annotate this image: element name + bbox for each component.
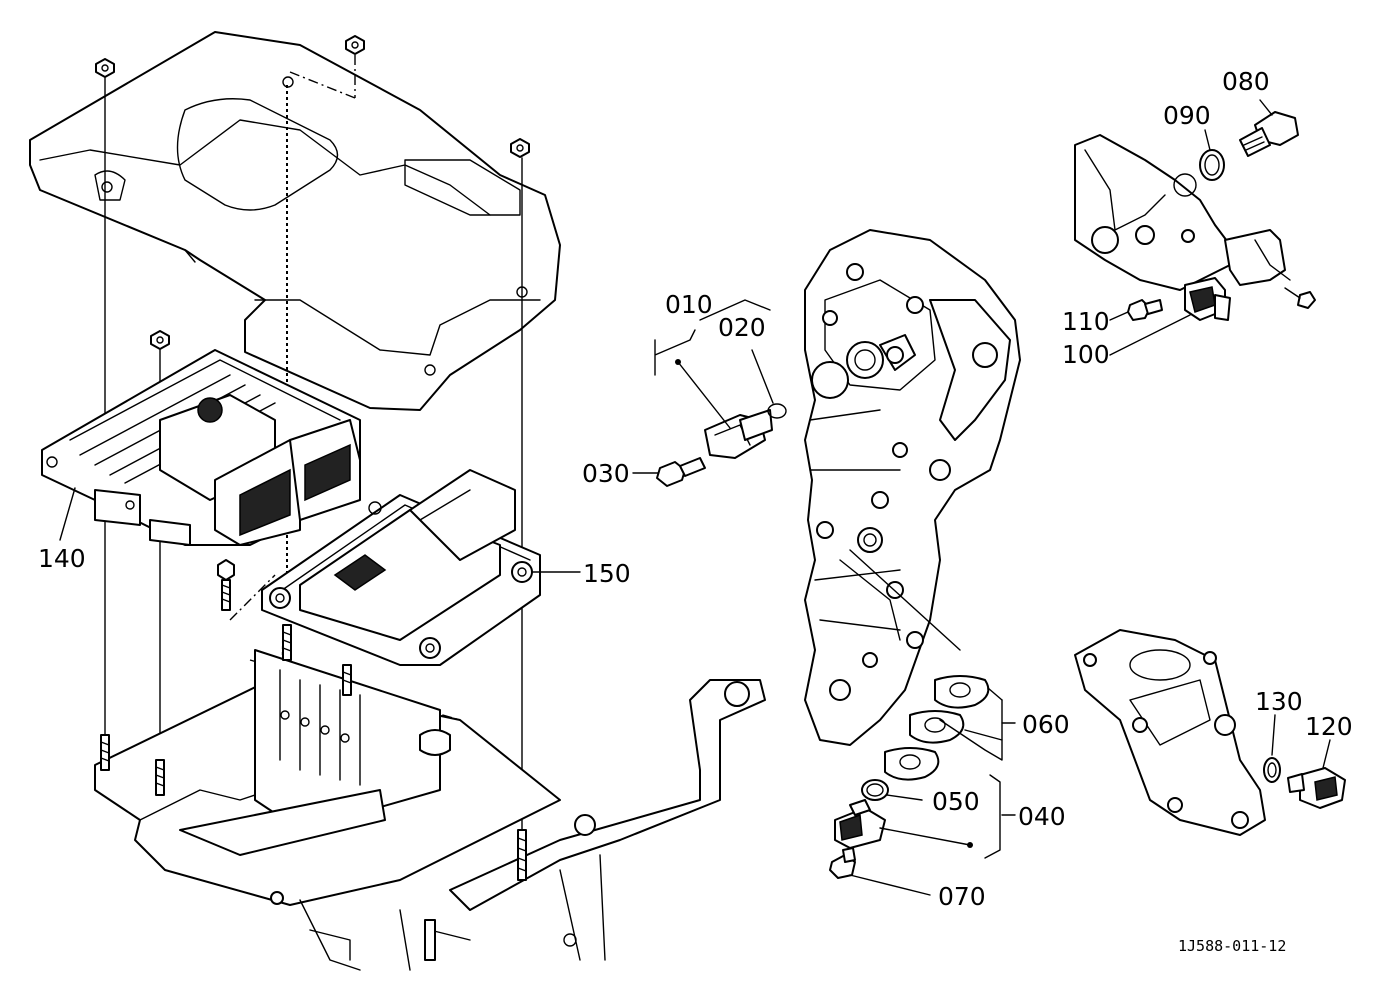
part-labels: 010 020 030 040 050 060 070 080 090 100 … (38, 67, 1353, 955)
leader-lines (59, 487, 1016, 816)
label-040: 040 (1018, 802, 1066, 831)
mounting-bracket-frame (94, 649, 766, 971)
label-150: 150 (583, 559, 631, 588)
ecu-unit-150 (261, 469, 541, 666)
label-020: 020 (718, 313, 766, 342)
label-080: 080 (1222, 67, 1270, 96)
label-070: 070 (938, 882, 986, 911)
sensor-010-assembly (632, 299, 787, 487)
label-120: 120 (1305, 712, 1353, 741)
cover-nuts (95, 35, 530, 350)
label-100: 100 (1062, 340, 1110, 369)
ecu-bolt (217, 559, 235, 611)
label-060: 060 (1022, 710, 1070, 739)
sensor-040-assembly (829, 549, 1003, 896)
label-010: 010 (665, 290, 713, 319)
label-110: 110 (1062, 307, 1110, 336)
label-140: 140 (38, 544, 86, 573)
bracket-studs (100, 624, 527, 905)
diagram-id: 1J588-011-12 (1178, 937, 1286, 955)
ecu-unit-140 (41, 349, 361, 546)
thermostat-housing-bottom (1074, 629, 1346, 836)
sensor-080 (1109, 99, 1299, 356)
engine-gear-case (804, 229, 1021, 746)
thermostat-housing-top (1074, 134, 1316, 321)
label-050: 050 (932, 787, 980, 816)
label-030: 030 (582, 459, 630, 488)
label-130: 130 (1255, 687, 1303, 716)
ecu-cover (29, 31, 561, 411)
label-090: 090 (1163, 101, 1211, 130)
